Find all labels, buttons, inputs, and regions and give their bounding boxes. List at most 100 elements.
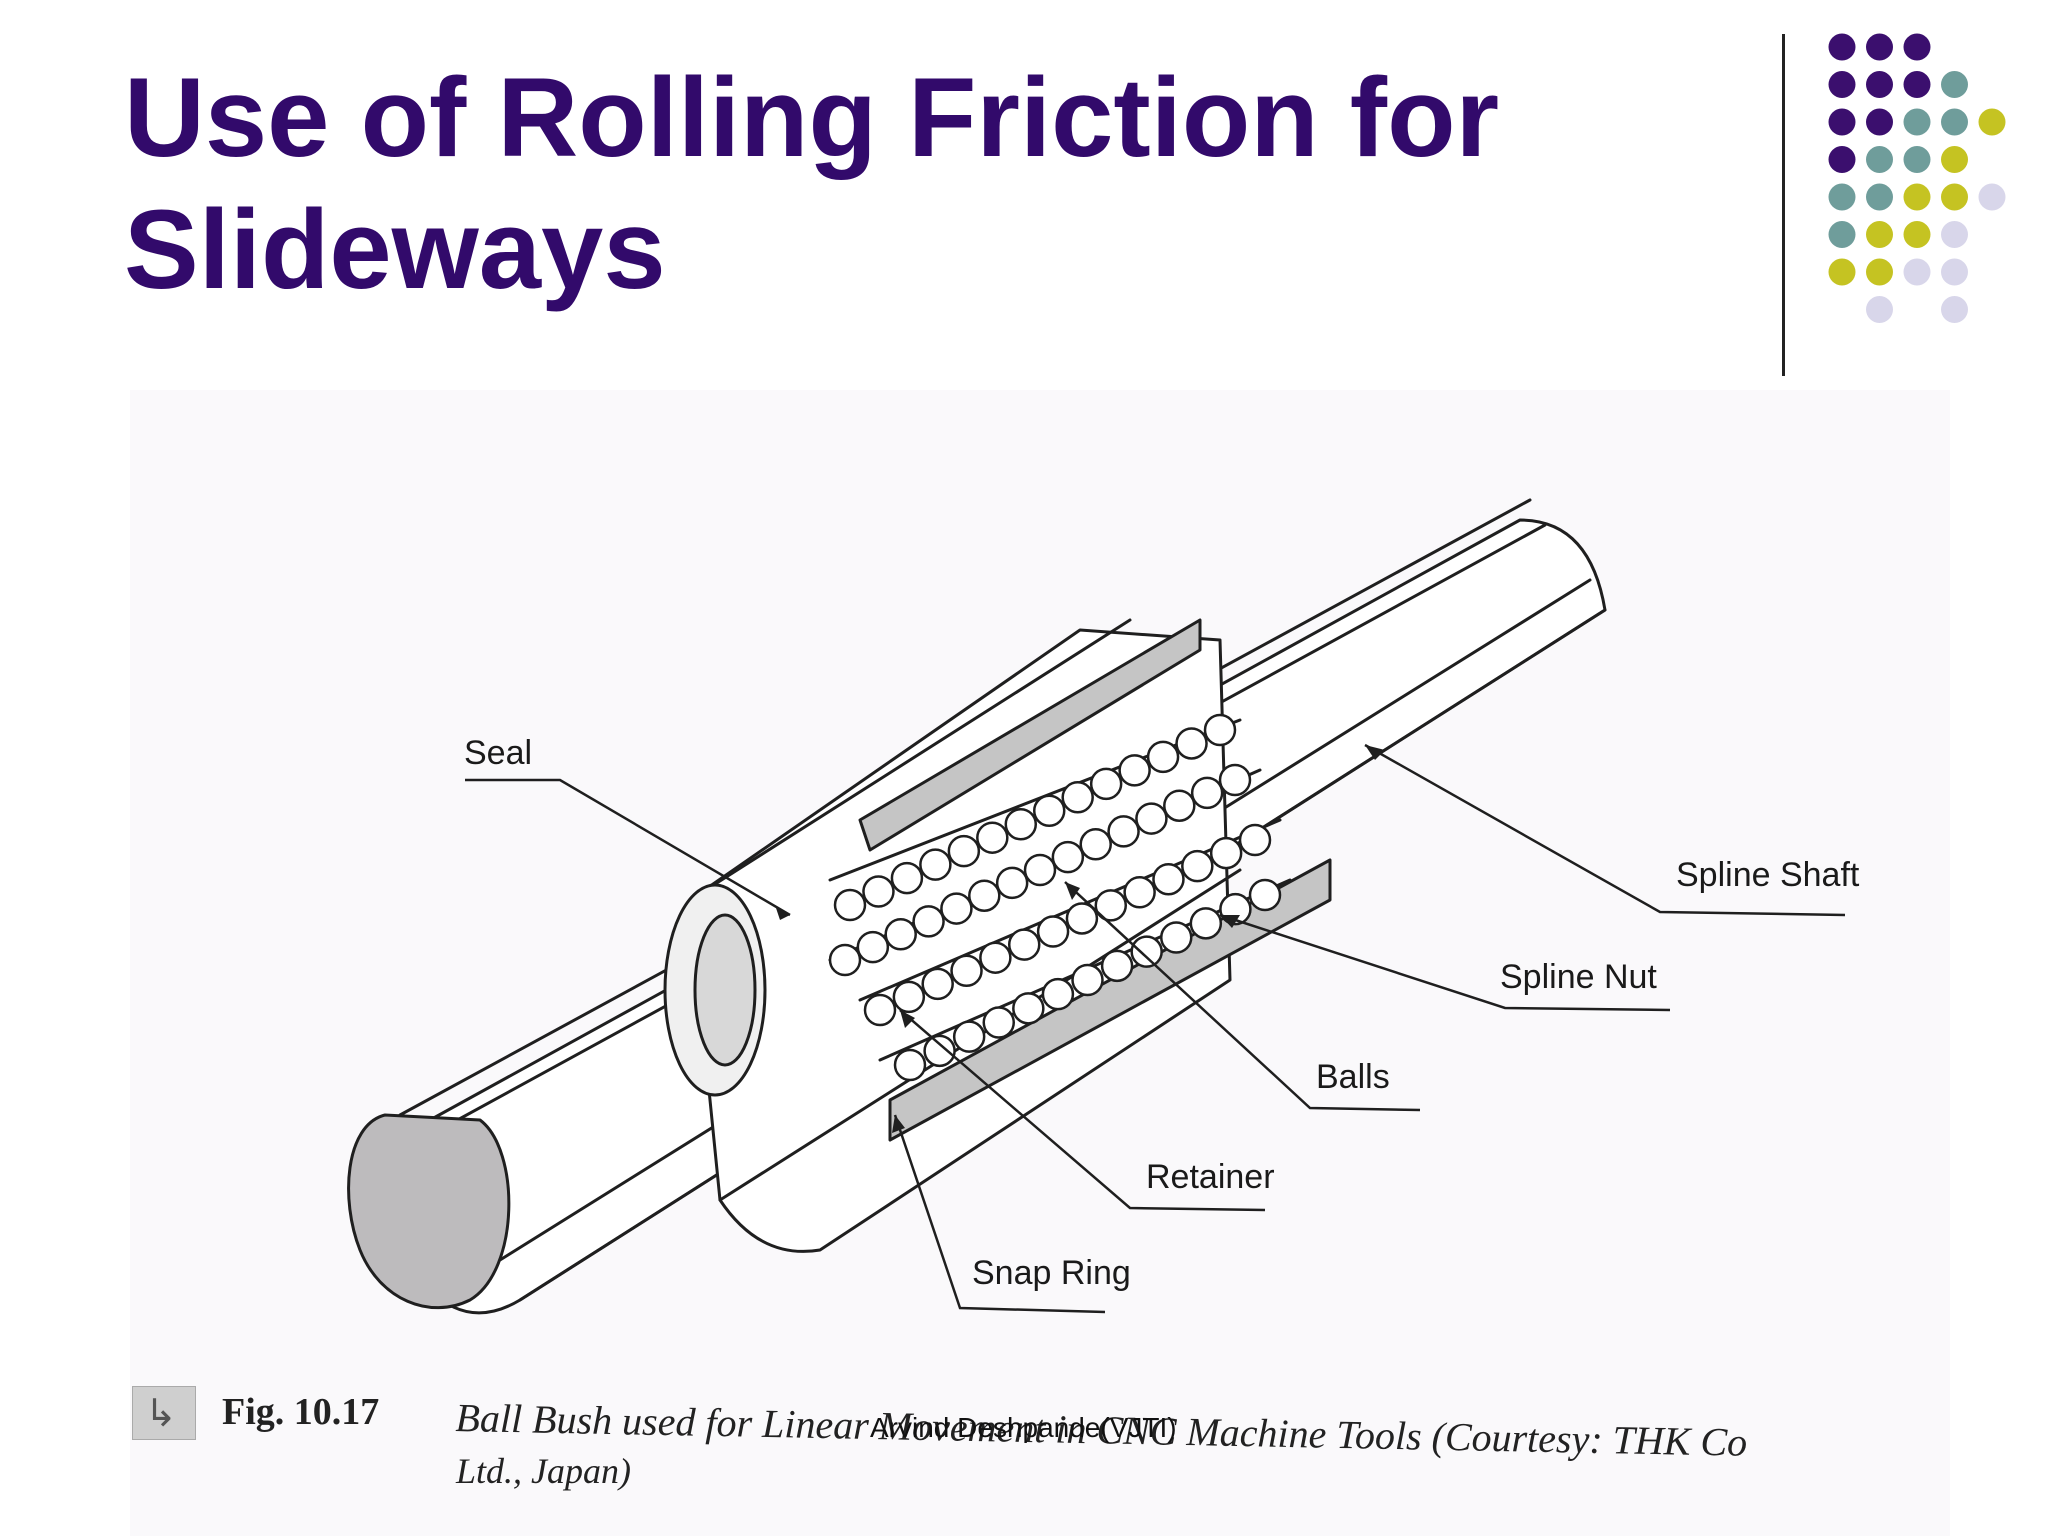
ball bbox=[1218, 763, 1252, 797]
ball bbox=[1071, 963, 1104, 997]
balls-leader bbox=[1064, 881, 1421, 1112]
ball bbox=[1190, 776, 1224, 810]
label-snap-ring: Snap Ring bbox=[972, 1254, 1131, 1292]
label-spline-shaft: Spline Shaft bbox=[1676, 856, 1860, 894]
ball bbox=[995, 866, 1029, 900]
label-spline-nut: Spline Nut bbox=[1500, 958, 1657, 996]
decorative-dot bbox=[1903, 258, 1931, 286]
ball bbox=[1209, 836, 1243, 870]
ball bbox=[1094, 889, 1128, 922]
decorative-dot bbox=[1941, 258, 1968, 286]
ball bbox=[950, 954, 983, 988]
ball bbox=[1089, 767, 1123, 801]
ball bbox=[1130, 935, 1163, 968]
decorative-dot bbox=[1866, 258, 1893, 286]
ball bbox=[921, 967, 954, 1001]
caption-marker-icon: ↳ bbox=[132, 1386, 196, 1440]
ball bbox=[1036, 915, 1070, 948]
decorative-dot bbox=[1903, 33, 1931, 61]
title-line-2: Slideways bbox=[124, 187, 666, 312]
spline-nut-leader bbox=[1219, 913, 1671, 1012]
ball bbox=[1189, 907, 1223, 940]
decorative-dot bbox=[1866, 183, 1893, 211]
title-divider bbox=[1782, 34, 1785, 376]
ball bbox=[1051, 840, 1085, 874]
decorative-dot bbox=[1866, 296, 1893, 323]
decorative-dot bbox=[1978, 183, 2006, 211]
decorative-dot bbox=[1866, 33, 1893, 61]
decorative-dot bbox=[1866, 146, 1893, 173]
decorative-dot bbox=[1903, 71, 1931, 98]
ball bbox=[968, 879, 1001, 912]
ball bbox=[1032, 794, 1066, 828]
ball bbox=[1238, 823, 1272, 857]
ball bbox=[1004, 807, 1038, 841]
figure-caption-line-2: Ltd., Japan) bbox=[456, 1451, 631, 1491]
ball bbox=[1135, 802, 1168, 835]
decorative-dot bbox=[1941, 296, 1968, 323]
decorative-dot bbox=[1828, 71, 1856, 98]
ball bbox=[912, 905, 945, 938]
decorative-dot bbox=[1866, 108, 1893, 136]
ball bbox=[976, 821, 1009, 854]
ball bbox=[1163, 789, 1196, 822]
slide-title: Use of Rolling Friction for Slideways bbox=[124, 52, 1684, 316]
decorative-dot bbox=[1941, 71, 1968, 98]
ball bbox=[947, 834, 981, 868]
ball bbox=[1041, 977, 1075, 1011]
decorative-dot bbox=[1941, 146, 1968, 173]
decorative-dot bbox=[1941, 183, 1968, 211]
ball bbox=[863, 993, 897, 1027]
ball bbox=[1181, 849, 1214, 883]
ball bbox=[923, 1034, 956, 1068]
decorative-dot bbox=[1828, 258, 1856, 286]
decorative-dot bbox=[1828, 221, 1856, 248]
ball bbox=[1023, 853, 1057, 887]
ball bbox=[919, 848, 952, 881]
decorative-dot bbox=[1828, 183, 1856, 211]
ball bbox=[1118, 754, 1151, 787]
ball bbox=[1152, 862, 1185, 896]
ball bbox=[982, 1006, 1015, 1039]
ball bbox=[833, 888, 867, 922]
decorative-dot bbox=[1941, 108, 1968, 136]
ball bbox=[892, 980, 926, 1014]
decorative-dot bbox=[1828, 33, 1856, 61]
ball bbox=[1175, 727, 1208, 760]
decorative-dot bbox=[1828, 146, 1856, 173]
label-retainer: Retainer bbox=[1146, 1158, 1275, 1196]
ball bbox=[884, 918, 917, 951]
decorative-dot-grid bbox=[1828, 33, 2006, 323]
snap-ring-leader bbox=[893, 1114, 1106, 1314]
spline-shaft-leader bbox=[1364, 743, 1846, 917]
slide-footer: Arvind Deshpande(VJTI) bbox=[870, 1412, 1177, 1443]
ball bbox=[1160, 921, 1193, 954]
ball bbox=[893, 1048, 927, 1082]
ball bbox=[856, 930, 890, 964]
retainer-leader bbox=[899, 1009, 1266, 1212]
shaft-end-cap bbox=[347, 1113, 511, 1310]
title-line-1: Use of Rolling Friction for bbox=[124, 55, 1500, 180]
ball bbox=[940, 892, 973, 925]
seal-leader bbox=[465, 778, 791, 917]
decorative-dot bbox=[1866, 71, 1893, 98]
nut-cut-section bbox=[858, 618, 1202, 852]
decorative-dot bbox=[1828, 108, 1856, 136]
ball-rows bbox=[828, 713, 1282, 1082]
ball bbox=[1061, 781, 1094, 814]
ball bbox=[1012, 992, 1045, 1025]
ball bbox=[890, 861, 924, 895]
ball bbox=[828, 943, 862, 977]
ball bbox=[1079, 828, 1112, 861]
ball bbox=[952, 1020, 986, 1053]
ball bbox=[1248, 878, 1282, 912]
decorative-dot bbox=[1866, 221, 1893, 248]
figure-number: Fig. 10.17 bbox=[222, 1391, 380, 1433]
ball bbox=[1123, 876, 1156, 909]
decorative-dot bbox=[1903, 146, 1931, 173]
ball bbox=[1203, 713, 1237, 747]
label-seal: Seal bbox=[464, 734, 533, 772]
ball bbox=[979, 941, 1012, 974]
ball bbox=[1007, 928, 1041, 961]
